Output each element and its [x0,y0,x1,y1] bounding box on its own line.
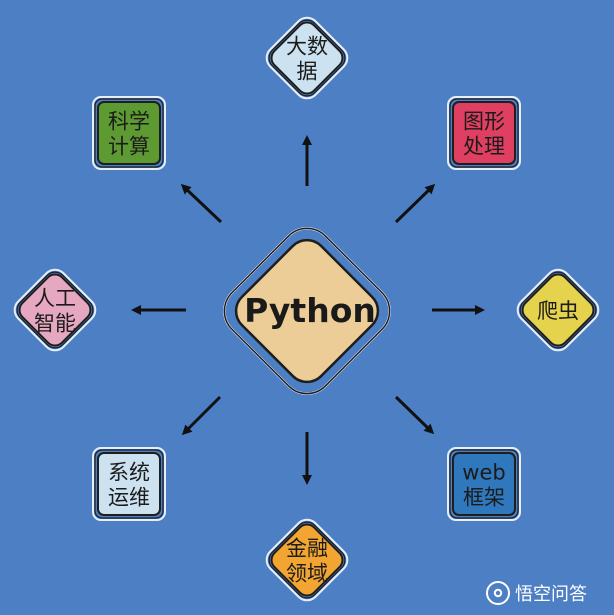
arrow-to-sys-ops [181,395,222,436]
node-outline [13,268,97,352]
arrows [131,135,485,485]
node-fill [270,21,344,95]
node-outline [265,518,349,602]
node-outline [265,16,349,100]
node-label-line: 系统 [108,461,150,485]
node-outline-inner [94,449,164,519]
center-label: Python [244,291,376,330]
node-outline-inner [268,521,346,599]
arrow-to-sci-computing [180,183,223,224]
node-label-line: 图形 [463,110,505,134]
node-outline [516,268,600,352]
node-outline-inner [519,271,597,349]
node-label-line: 爬虫 [537,299,579,323]
node-label-line: web [462,461,505,485]
node-fill [97,452,161,516]
node-crawler: 爬虫 [516,268,600,352]
wukong-logo-icon [486,581,510,605]
node-fill [97,101,161,165]
arrow-to-graphics [394,183,436,224]
watermark: 悟空问答 [486,580,587,606]
node-outline-inner [449,98,519,168]
node-big-data: 大数据 [265,16,349,100]
node-outline [92,447,166,521]
node-fill [270,523,344,597]
node-label-line: 大数 [286,35,328,59]
node-outline-inner [449,449,519,519]
node-label-line: 据 [297,60,318,84]
node-outline [92,96,166,170]
node-label-line: 框架 [463,486,505,510]
center-node: Python [223,227,391,395]
node-label-line: 领域 [286,562,328,586]
node-outline-inner [16,271,94,349]
node-outline [447,96,521,170]
node-fill [452,452,516,516]
node-label-line: 金融 [286,537,328,561]
node-label-line: 人工 [34,287,76,311]
node-outline-inner [268,19,346,97]
arrow-to-web-framework [394,395,435,435]
node-outline-inner [94,98,164,168]
watermark-text: 悟空问答 [515,584,587,605]
node-label-line: 智能 [34,312,76,336]
node-fill [18,273,92,347]
node-label-line: 运维 [108,486,150,510]
node-fill [521,273,595,347]
node-label-line: 处理 [463,135,505,159]
node-fill [452,101,516,165]
node-label-line: 科学 [108,110,150,134]
node-outline [447,447,521,521]
node-label-line: 计算 [108,135,150,159]
